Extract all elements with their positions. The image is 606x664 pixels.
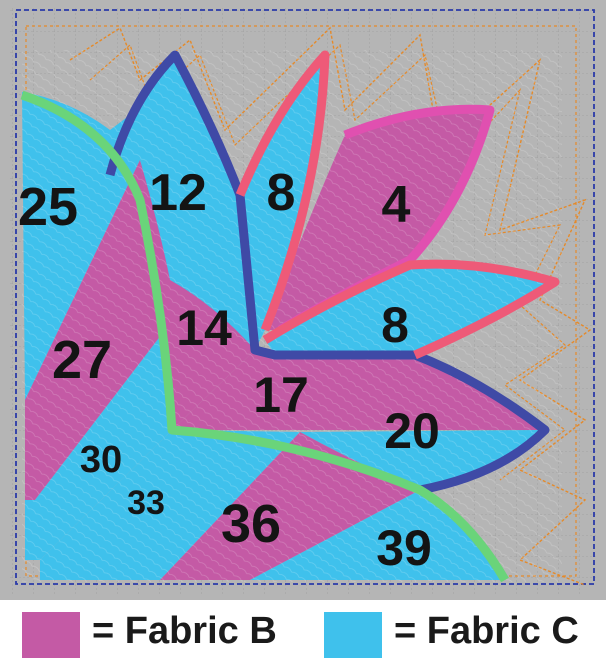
fabric-c-label: = Fabric C xyxy=(394,610,579,653)
label-33: 33 xyxy=(127,484,165,522)
label-27: 27 xyxy=(52,330,112,390)
fabric-c-swatch xyxy=(324,612,382,658)
label-8-upper: 8 xyxy=(267,164,296,222)
legend: = Fabric B = Fabric C xyxy=(0,600,606,664)
label-8-lower: 8 xyxy=(381,297,409,353)
fabric-b-swatch xyxy=(22,612,80,658)
label-14: 14 xyxy=(176,300,232,356)
label-17: 17 xyxy=(253,367,309,423)
label-39: 39 xyxy=(376,520,432,576)
label-30: 30 xyxy=(80,439,122,481)
label-4: 4 xyxy=(382,176,411,234)
label-25: 25 xyxy=(18,177,78,237)
quilt-block-diagram: 25 12 8 4 27 14 8 17 20 30 33 36 39 xyxy=(0,0,606,600)
label-12: 12 xyxy=(149,164,207,222)
label-36: 36 xyxy=(221,494,281,554)
label-20: 20 xyxy=(384,403,440,459)
fabric-b-label: = Fabric B xyxy=(92,610,277,653)
